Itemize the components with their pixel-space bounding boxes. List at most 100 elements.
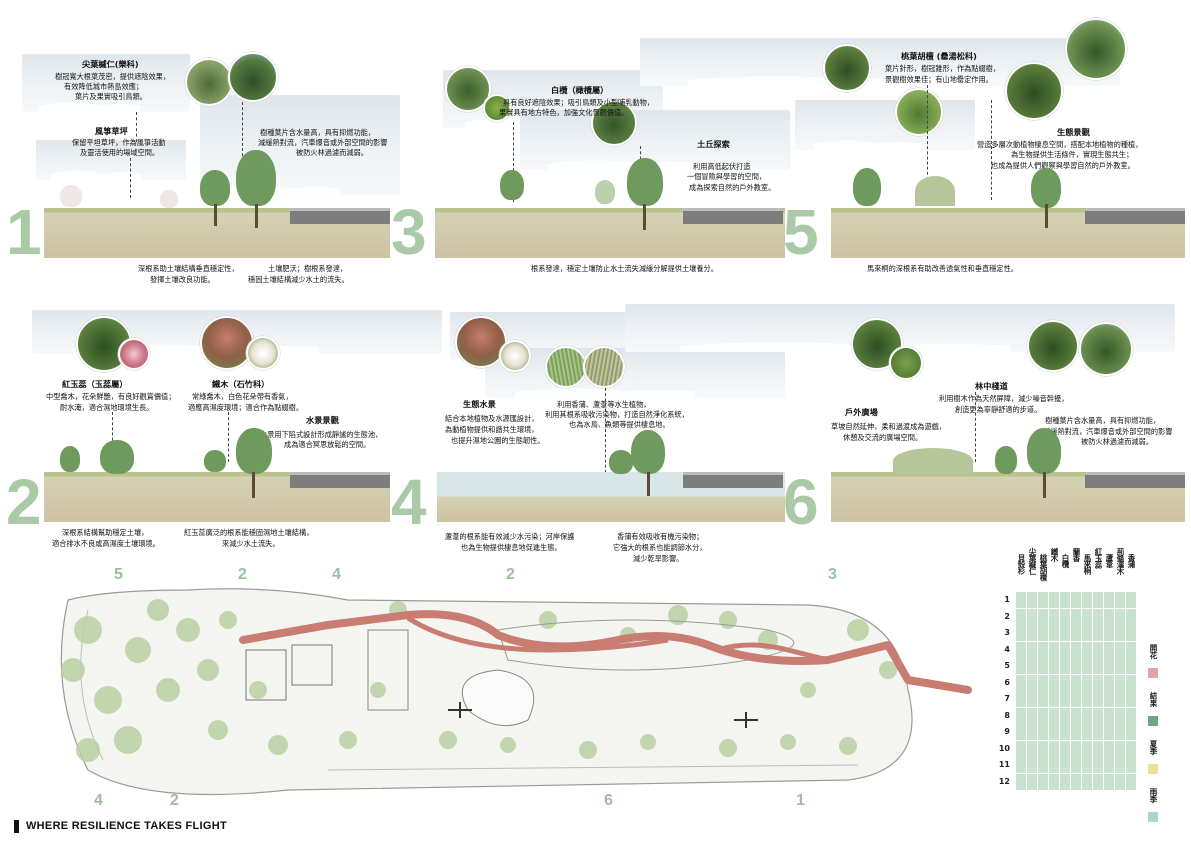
section-road xyxy=(1085,208,1185,224)
phenology-cell xyxy=(1071,773,1081,790)
phenology-cell xyxy=(1038,707,1048,724)
section-road xyxy=(290,472,390,488)
panel-number: 4 xyxy=(391,466,427,538)
phenology-cell xyxy=(1027,724,1037,740)
map-number: 2 xyxy=(170,792,179,809)
phenology-cell xyxy=(1126,608,1136,625)
label-text: 果實具有地方特色，加強文化景觀價值。 xyxy=(499,108,629,117)
section-road xyxy=(1085,472,1185,488)
phenology-cell xyxy=(1082,773,1092,790)
species-label: 蘆葦 xyxy=(1105,554,1114,567)
panel-4-sky-2 xyxy=(485,348,785,398)
bottom-text: 土壤肥沃；樹根系發達， xyxy=(268,264,348,273)
month-label: 1 xyxy=(1004,595,1010,604)
phenology-cell xyxy=(1093,674,1103,691)
tree xyxy=(631,430,665,474)
panel-3-sky-2 xyxy=(520,110,790,170)
phenology-cell xyxy=(1126,724,1136,740)
phenology-cell xyxy=(1027,773,1037,790)
panel-5-sky-2 xyxy=(795,100,975,150)
phenology-cell xyxy=(1016,608,1026,625)
panel-5: 桃葉胡檀 (罍湯松科) 葉片針形，樹冠錐形，作為點綴樹， 景觀樹效果佳；有山地罍… xyxy=(640,18,1185,290)
phenology-cell xyxy=(1082,641,1092,658)
label-text: 樹種葉片含水量高，具有抑燃功能， xyxy=(1045,416,1161,425)
phenology-cell xyxy=(1093,592,1103,608)
footer-bar-icon xyxy=(14,820,19,833)
phenology-cell xyxy=(1049,592,1059,608)
species-label: 鐵木 xyxy=(1050,548,1059,561)
panel-3: 白欖（橄欖屬） 具有良好遮陰效果；吸引鳥類及小型哺乳動物， 果實具有地方特色，加… xyxy=(391,40,795,290)
legend-key-swatch xyxy=(1148,668,1158,678)
label-text: 具有良好遮陰效果；吸引鳥類及小型哺乳動物， xyxy=(503,98,654,107)
phenology-cell xyxy=(1104,641,1114,658)
phenology-cell xyxy=(1071,740,1081,757)
phenology-cell xyxy=(1049,724,1059,740)
tree-photo-circle xyxy=(185,58,233,106)
bottom-text: 減少乾旱影響。 xyxy=(633,554,684,563)
map-number: 6 xyxy=(604,792,613,809)
phenology-cell xyxy=(1104,757,1114,773)
phenology-cell xyxy=(1071,641,1081,658)
tree xyxy=(915,176,955,206)
label-title: 紅玉蕊（玉蕊屬） xyxy=(62,379,128,389)
section-road xyxy=(683,208,783,224)
phenology-cell xyxy=(1016,724,1026,740)
phenology-cell xyxy=(1115,592,1125,608)
leader-line xyxy=(112,412,113,456)
phenology-cell xyxy=(1060,658,1070,674)
phenology-cell xyxy=(1016,707,1026,724)
tree xyxy=(204,450,226,472)
tree-photo-circle xyxy=(823,44,871,92)
legend-key-swatch xyxy=(1148,764,1158,774)
phenology-cell xyxy=(1038,658,1048,674)
phenology-cell xyxy=(1093,658,1103,674)
phenology-cell xyxy=(1093,724,1103,740)
phenology-cell xyxy=(1027,691,1037,707)
phenology-cell xyxy=(1082,625,1092,641)
phenology-cell xyxy=(1049,608,1059,625)
panel-number: 2 xyxy=(6,466,42,538)
legend-key-swatch xyxy=(1148,716,1158,726)
label-text: 減緩熱對流，汽車爆音或外部空間的影響 xyxy=(258,138,388,147)
phenology-cell xyxy=(1071,608,1081,625)
phenology-cell xyxy=(1016,658,1026,674)
phenology-cell xyxy=(1115,757,1125,773)
leader-line xyxy=(927,85,928,185)
label-text: 為生物提供生活條件，實現生態共生； xyxy=(1011,150,1134,159)
flower-photo-circle xyxy=(118,338,150,370)
label-text: 利用樹木作為天然屏障，減少噪音幹擾， xyxy=(939,394,1069,403)
phenology-cell xyxy=(1126,691,1136,707)
label-text: 適應高濕度環境；適合作為點綴樹。 xyxy=(188,403,304,412)
panel-number: 3 xyxy=(391,196,427,268)
tree-photo-circle xyxy=(1079,322,1133,376)
phenology-cell xyxy=(1049,773,1059,790)
flower-photo-circle xyxy=(246,336,280,370)
label-text: 為動植物提供和諧共生環境， xyxy=(445,425,539,434)
phenology-cell xyxy=(1027,757,1037,773)
bottom-text: 深根系助土壤結構垂直穩定性， xyxy=(138,264,239,273)
label-text: 中型喬木，花朵鮮艷，有良好觀賞價值； xyxy=(46,392,176,401)
phenology-cell xyxy=(1115,740,1125,757)
bottom-text: 來減少水土流失。 xyxy=(222,539,280,548)
label-text: 也為水鳥、魚類等提供棲息地。 xyxy=(569,420,670,429)
label-text: 常綠喬木，白色花朵帶有香氣， xyxy=(192,392,293,401)
label-title: 尖葉槭仁(樂科) xyxy=(82,59,139,69)
tree xyxy=(236,428,272,474)
phenology-cell xyxy=(1060,740,1070,757)
label-title: 戶外廣場 xyxy=(845,407,878,417)
phenology-cell xyxy=(1038,674,1048,691)
phenology-cell xyxy=(1126,757,1136,773)
phenology-cell xyxy=(1038,724,1048,740)
phenology-cell xyxy=(1126,707,1136,724)
leader-line xyxy=(991,100,992,200)
species-label: 蘭香 xyxy=(1072,548,1081,561)
panel-4: 生態水景 結合本地植物及水源匯設計， 為動植物提供和諧共生環境， 也提升濕地公園… xyxy=(391,300,795,563)
phenology-cell xyxy=(1027,707,1037,724)
tree-photo-circle xyxy=(1065,18,1127,80)
phenology-cell xyxy=(1060,691,1070,707)
master-plan-drawing xyxy=(60,588,972,796)
bottom-text: 馬來桐的深根系有助改善透氣性和垂直穩定性。 xyxy=(867,264,1018,273)
phenology-cell xyxy=(1049,641,1059,658)
phenology-cell xyxy=(1104,592,1114,608)
leader-line xyxy=(136,112,137,142)
